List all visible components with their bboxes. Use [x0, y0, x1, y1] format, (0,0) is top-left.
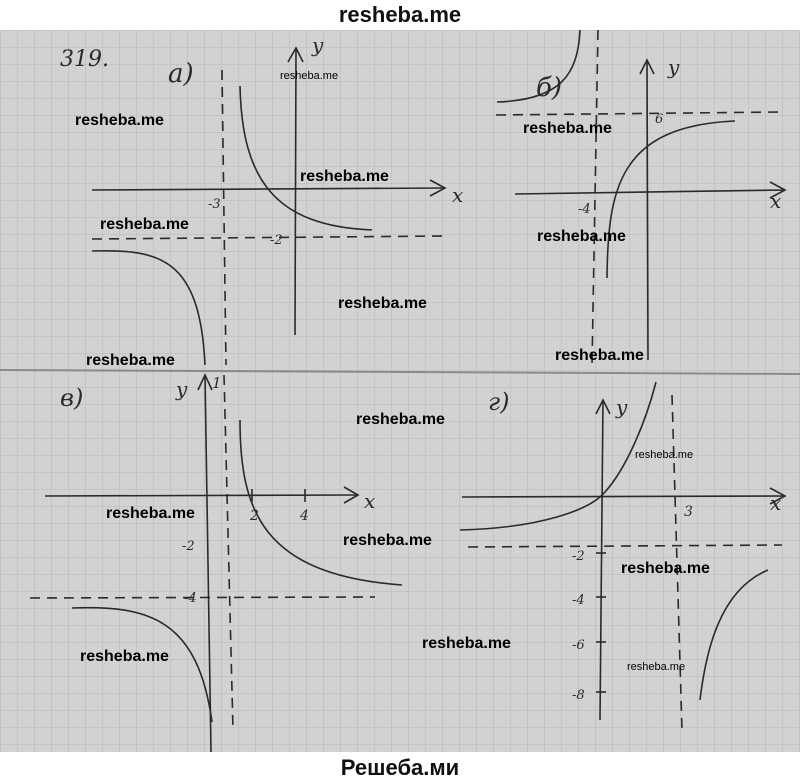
panel-g-y-axis	[599, 399, 604, 721]
panel-g-left-branch	[459, 381, 657, 531]
watermark: resheba.me	[100, 216, 189, 233]
watermark: resheba.me	[86, 352, 175, 369]
panel-a-y-axis	[294, 47, 297, 336]
panel-a-y-arrow	[287, 46, 304, 63]
exercise-number: 319.	[60, 47, 109, 72]
watermark: resheba.me	[300, 168, 389, 185]
panel-a-graph	[91, 46, 447, 366]
panel-b-lower-branch	[606, 120, 736, 279]
site-brand-footer: Решеба.ми	[340, 755, 460, 780]
panel-v-tick-y1: -2	[182, 539, 195, 554]
panel-v-tick-y2: -4	[184, 591, 197, 606]
panel-a-x-label: x	[452, 183, 463, 207]
watermark: resheba.me	[523, 120, 612, 137]
panel-b-x-axis	[514, 189, 786, 195]
watermark: resheba.me	[75, 112, 164, 129]
panel-v-y-axis	[204, 374, 212, 752]
panel-b-tick-x: -4	[578, 202, 591, 217]
panel-b-x-label: x	[770, 189, 781, 213]
watermark: resheba.me	[80, 648, 169, 665]
watermark: resheba.me	[555, 347, 644, 364]
panel-v-right-branch	[239, 419, 403, 586]
panel-a-lower-branch	[91, 249, 206, 366]
panel-v-x-axis	[44, 494, 359, 497]
panel-g-tick-y1: -2	[572, 549, 585, 564]
panel-a-x-arrow	[429, 179, 447, 197]
panel-b-vertical-asymptote	[591, 30, 599, 366]
panel-v-horizontal-asymptote	[29, 596, 376, 599]
panel-b-y-arrow	[639, 58, 655, 75]
panel-g-y-arrow	[595, 398, 611, 415]
panel-v-tick-x2: 4	[299, 508, 309, 524]
watermark: resheba.me	[338, 295, 427, 312]
panel-v-x-arrow	[343, 486, 360, 504]
panel-g-tick-y4: -8	[572, 688, 585, 703]
panel-g-right-branch	[699, 569, 769, 701]
panel-v-label: в)	[60, 384, 83, 412]
panel-a-label: а)	[168, 59, 194, 89]
watermark: resheba.me	[635, 449, 694, 461]
panel-b-x-arrow	[769, 181, 787, 199]
notebook-photo: 319. а) x y -3 -2 б) x y	[0, 30, 800, 752]
panel-v-graph	[29, 373, 403, 752]
panel-g-y-label: y	[615, 395, 628, 419]
panel-b-upper-branch	[496, 30, 581, 103]
watermark: resheba.me	[343, 532, 432, 549]
panel-v-tick-y-top: 1	[212, 374, 222, 392]
panel-g-x-axis	[461, 495, 786, 498]
panel-g-x-label: x	[770, 491, 781, 515]
panel-g-tick-y3: -6	[572, 638, 585, 653]
panel-b-y-label: y	[667, 55, 680, 79]
panel-b-tick-y: 6	[655, 112, 663, 127]
watermark: resheba.me	[627, 661, 686, 673]
panel-a-y-label: y	[311, 33, 324, 57]
watermark: resheba.me	[356, 411, 445, 428]
panel-v-tick-x1: 2	[249, 508, 259, 524]
watermark: resheba.me	[422, 635, 511, 652]
panel-v-y-label: y	[175, 377, 188, 401]
panel-a-upper-branch	[239, 85, 373, 231]
panel-g-graph	[459, 381, 787, 731]
watermark: resheba.me	[537, 228, 626, 245]
watermark: resheba.me	[280, 70, 339, 82]
panel-a-vertical-asymptote	[221, 69, 227, 366]
panel-g-tick-x: 3	[684, 504, 693, 520]
site-brand-header: resheba.me	[338, 2, 462, 27]
panel-a-tick-x: -3	[208, 197, 221, 212]
panel-a-tick-y: -2	[270, 233, 283, 248]
panel-v-left-branch	[71, 606, 213, 723]
panel-b-graph	[495, 30, 787, 366]
watermark: resheba.me	[106, 505, 195, 522]
panel-v-vertical-asymptote	[223, 374, 234, 731]
panel-g-x-arrow	[769, 487, 787, 505]
handwritten-graphs: 319. а) x y -3 -2 б) x y	[0, 30, 800, 752]
panel-b-horizontal-asymptote	[495, 111, 781, 116]
watermark: resheba.me	[621, 560, 710, 577]
panel-v-x-label: x	[364, 489, 375, 513]
panel-b-label: б)	[536, 73, 562, 103]
panel-g-label: г)	[488, 388, 510, 416]
panel-v-y-arrow	[197, 373, 213, 391]
panel-a-horizontal-asymptote	[91, 235, 446, 240]
panel-g-tick-y2: -4	[572, 593, 585, 608]
panel-g-horizontal-asymptote	[467, 544, 783, 548]
panel-b-y-axis	[646, 59, 649, 361]
panel-g-vertical-asymptote	[671, 394, 683, 731]
